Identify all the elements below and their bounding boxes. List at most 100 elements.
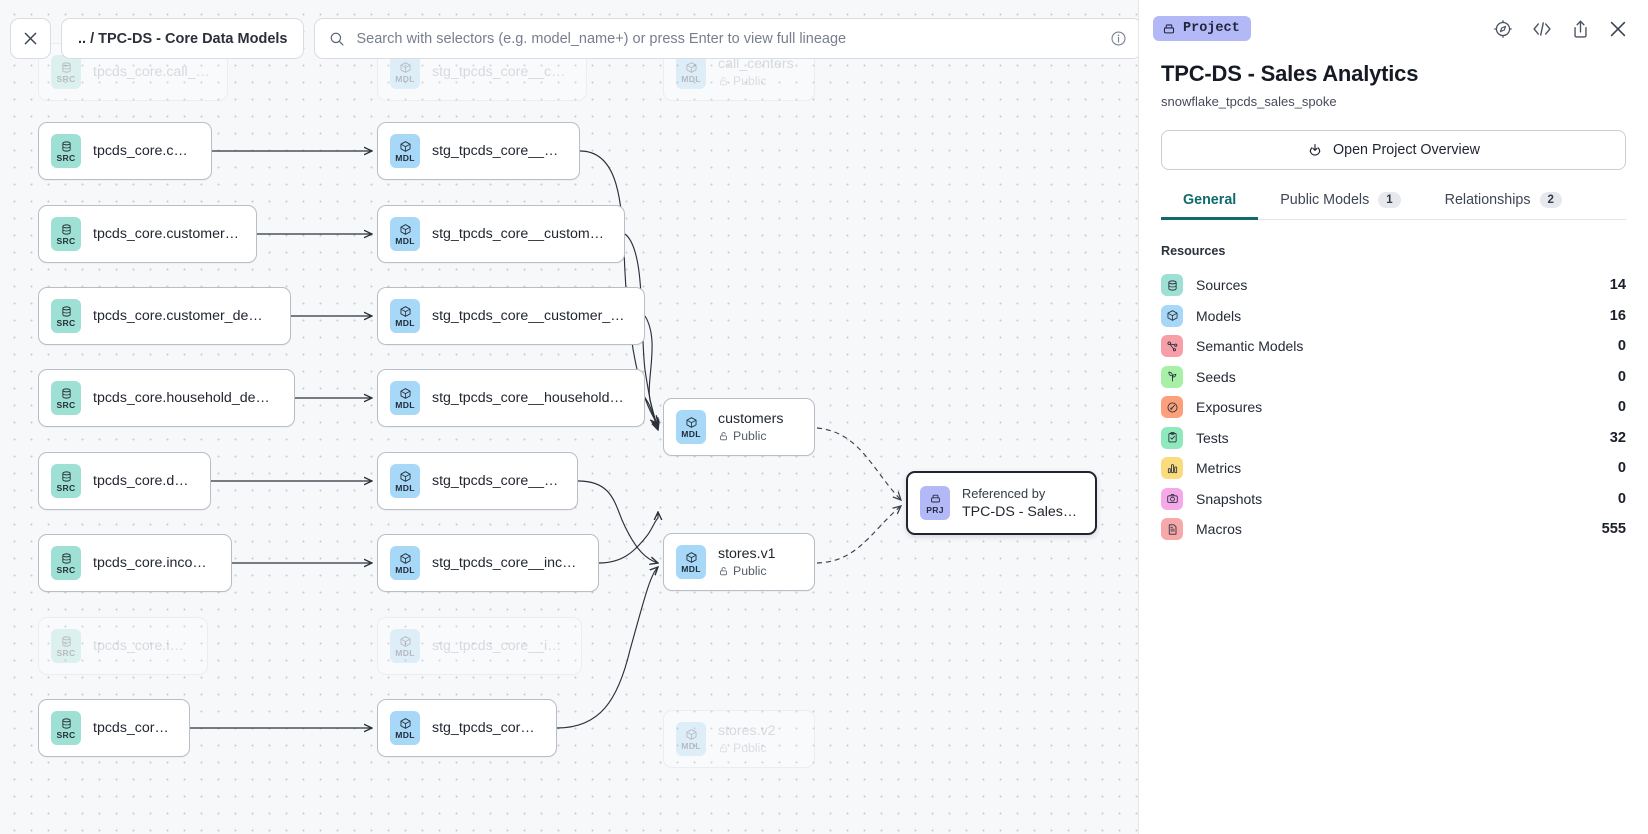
graph-icon [1161, 335, 1183, 358]
node-label: tpcds_core.inventory [93, 638, 191, 654]
database-icon [1161, 274, 1183, 297]
node-label: stg_tpcds_core__household_demogr… [432, 390, 628, 406]
resource-count: 32 [1609, 429, 1626, 446]
tab-general[interactable]: General [1161, 192, 1259, 220]
lineage-node-src_date_dim[interactable]: SRC tpcds_core.date_dim [38, 452, 211, 510]
lock-icon [720, 566, 727, 575]
camera-icon [1161, 487, 1183, 510]
resource-name: Models [1196, 307, 1242, 324]
resource-type-chip: Project [1153, 16, 1251, 41]
node-label: stg_tpcds_core__income_band [432, 555, 582, 571]
download-circle-icon [1309, 144, 1321, 156]
src-badge-icon: SRC [51, 299, 81, 333]
code-icon[interactable] [1531, 19, 1553, 39]
mdl-badge-icon: MDL [390, 629, 420, 663]
node-label: tpcds_core.customer_demographics [93, 308, 274, 324]
share-icon[interactable] [1571, 19, 1590, 39]
open-project-overview-button[interactable]: Open Project Overview [1161, 130, 1626, 170]
compass-icon[interactable] [1493, 19, 1513, 39]
seed-icon [1161, 365, 1183, 388]
src-badge-icon: SRC [51, 381, 81, 415]
lineage-node-mdl_customer_demographics[interactable]: MDLstg_tpcds_core__customer_demogra… [377, 287, 645, 345]
search-input[interactable] [356, 30, 1100, 47]
search-bar[interactable] [314, 18, 1138, 59]
lineage-node-mdl_inventory[interactable]: MDL stg_tpcds_core__inventory [377, 617, 582, 675]
close-lineage-button[interactable] [10, 18, 51, 59]
src-badge-icon: SRC [51, 217, 81, 251]
mdl-badge-icon: MDL [676, 410, 706, 444]
lineage-canvas[interactable]: SRCtpcds_core.call_centerMDLstg_tpcds_co… [0, 0, 1139, 834]
lineage-node-src_customer_demographics[interactable]: SRC tpcds_core.customer_demographics [38, 287, 291, 345]
resource-count: 0 [1617, 368, 1626, 385]
node-label: stg_tpcds_core__store [432, 720, 540, 736]
node-visibility-badge: Public [718, 741, 776, 755]
resource-row-snapshots[interactable]: Snapshots 0 [1161, 484, 1626, 515]
mdl-badge-icon: MDL [676, 722, 706, 756]
panel-body: TPC-DS - Sales Analytics snowflake_tpcds… [1139, 41, 1648, 545]
lock-icon [720, 76, 727, 85]
mdl-badge-icon: MDL [676, 55, 706, 89]
tab-count-badge: 1 [1378, 192, 1401, 208]
close-icon[interactable] [1608, 19, 1628, 39]
node-label: stores.v1 [718, 546, 776, 562]
file-text-icon [1161, 518, 1183, 541]
node-label: tpcds_core.call_center [93, 64, 211, 80]
resource-count: 0 [1617, 490, 1626, 507]
page-title: TPC-DS - Sales Analytics [1161, 61, 1419, 86]
resource-row-models[interactable]: Models 16 [1161, 301, 1626, 332]
src-badge-icon: SRC [51, 464, 81, 498]
resource-name: Sources [1196, 277, 1248, 294]
close-icon [24, 32, 37, 45]
node-label: tpcds_core.customer [93, 143, 195, 159]
node-label: stg_tpcds_core__date_dim [432, 473, 561, 489]
node-label: stg_tpcds_core__inventory [432, 638, 565, 654]
node-visibility-badge: Public [718, 564, 776, 578]
mdl-badge-icon: MDL [390, 55, 420, 89]
breadcrumb[interactable]: .. / TPC-DS - Core Data Models [61, 18, 305, 59]
search-icon [331, 32, 345, 46]
lineage-node-mdl_household_demographics[interactable]: MDLstg_tpcds_core__household_demogr… [377, 369, 645, 427]
resource-count: 16 [1609, 307, 1626, 324]
referenced-by-project: TPC-DS - Sales Analytics [962, 504, 1079, 520]
details-panel: Project [1139, 0, 1648, 834]
node-label: tpcds_core.date_dim [93, 473, 194, 489]
overview-button-label: Open Project Overview [1333, 142, 1480, 158]
prj-badge-icon: PRJ [920, 486, 950, 520]
src-badge-icon: SRC [51, 711, 81, 745]
resource-name: Snapshots [1196, 490, 1263, 507]
resource-count: 0 [1617, 399, 1626, 416]
node-label: stg_tpcds_core__customer [432, 143, 563, 159]
node-visibility-badge: Public [718, 74, 794, 88]
resource-count: 14 [1609, 277, 1626, 294]
resource-row-sources[interactable]: Sources 14 [1161, 270, 1626, 301]
tab-count-badge: 2 [1539, 192, 1562, 208]
info-icon[interactable] [1110, 30, 1127, 47]
resources-heading: Resources [1161, 244, 1226, 258]
tab-label: General [1183, 192, 1237, 208]
mdl-badge-icon: MDL [676, 545, 706, 579]
